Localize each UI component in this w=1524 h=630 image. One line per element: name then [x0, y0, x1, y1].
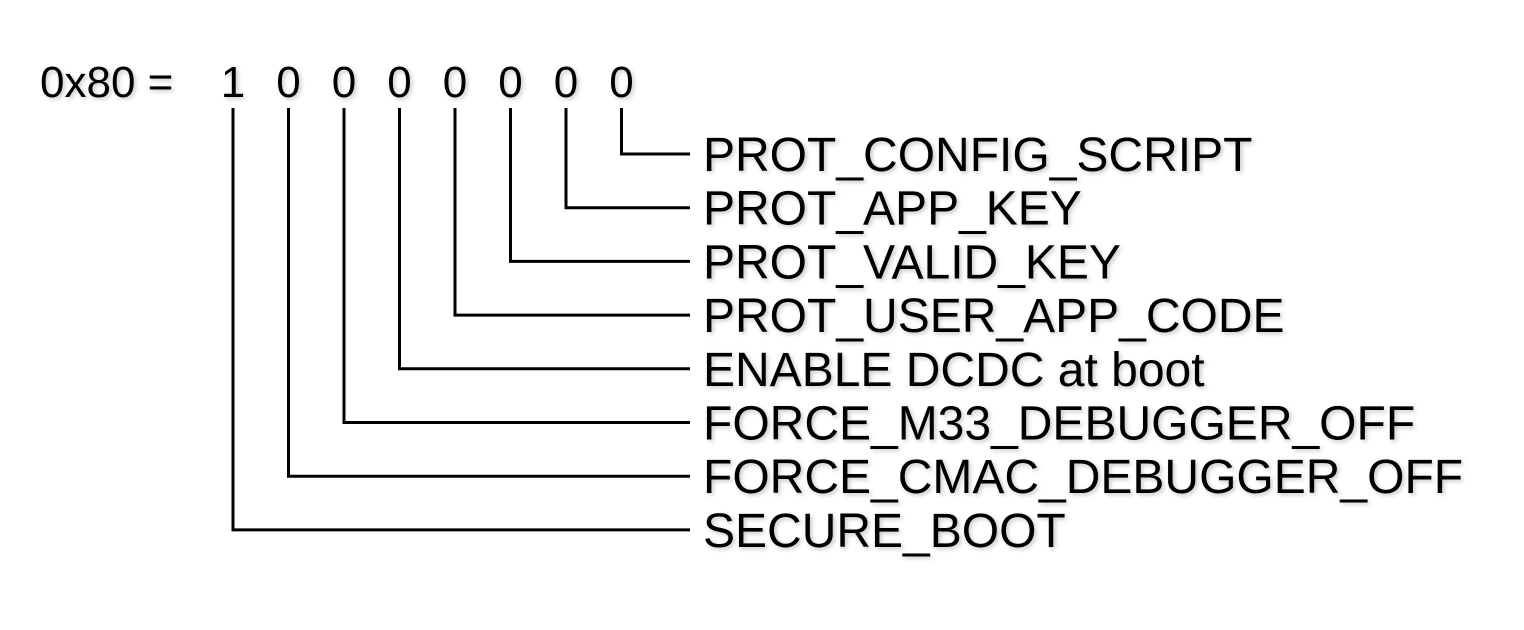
- field-label-0: PROT_CONFIG_SCRIPT: [703, 129, 1252, 182]
- leader-line-bit-6: [564, 108, 690, 210]
- leader-line-bit-7: [620, 108, 690, 156]
- bit-digit-2: 0: [332, 58, 356, 107]
- bit-digit-7: 0: [609, 58, 633, 107]
- field-label-6: FORCE_CMAC_DEBUGGER_OFF: [703, 451, 1463, 504]
- field-label-1: PROT_APP_KEY: [703, 183, 1082, 236]
- leader-lines: [231, 108, 690, 532]
- field-label-2: PROT_VALID_KEY: [703, 236, 1121, 289]
- field-label-7: SECURE_BOOT: [703, 505, 1066, 558]
- leader-line-bit-5: [509, 108, 690, 263]
- bit-digit-5: 0: [498, 58, 522, 107]
- leader-line-bit-3: [398, 108, 690, 371]
- leader-line-bit-1: [287, 108, 690, 478]
- leader-line-bit-0: [231, 108, 690, 532]
- leader-line-bit-2: [342, 108, 690, 424]
- leader-line-bit-4: [453, 108, 690, 317]
- bit-digit-6: 0: [554, 58, 578, 107]
- field-label-5: FORCE_M33_DEBUGGER_OFF: [703, 398, 1415, 451]
- bit-digit-1: 0: [276, 58, 300, 107]
- register-label: 0x80 =: [40, 58, 173, 107]
- field-label-4: ENABLE DCDC at boot: [703, 344, 1205, 397]
- field-label-3: PROT_USER_APP_CODE: [703, 290, 1285, 343]
- bit-digit-0: 1: [221, 58, 245, 107]
- field-labels: PROT_CONFIG_SCRIPTPROT_APP_KEYPROT_VALID…: [703, 129, 1463, 558]
- bit-digit-3: 0: [387, 58, 411, 107]
- bit-digit-4: 0: [443, 58, 467, 107]
